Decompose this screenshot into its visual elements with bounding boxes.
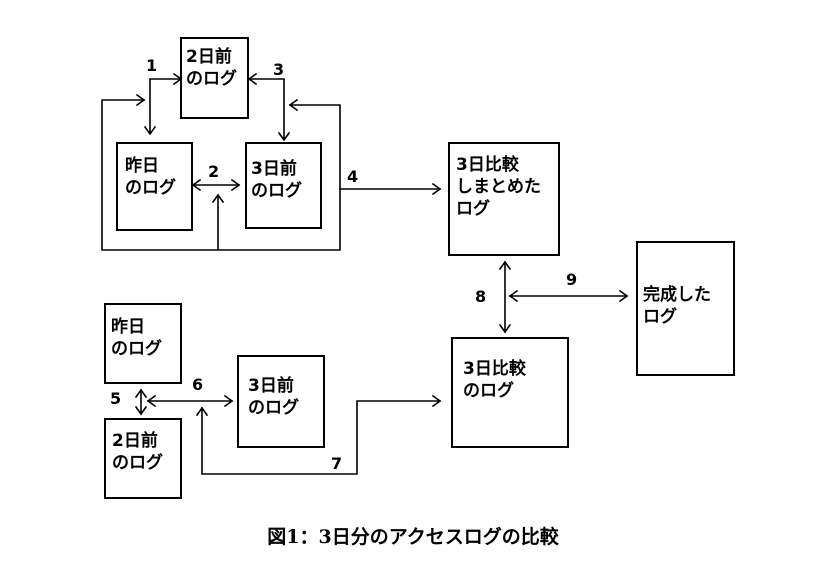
box-three-day-compare-label: 3日比較 のログ bbox=[463, 359, 526, 401]
connector-label-1: 1 bbox=[146, 56, 158, 75]
arrowhead bbox=[134, 405, 148, 416]
box-yesterday-top-label: 昨日 のログ bbox=[125, 156, 176, 198]
arrowhead bbox=[277, 131, 291, 142]
arrowhead bbox=[247, 72, 258, 86]
box-three-days-ago-top bbox=[245, 142, 322, 229]
box-completed-log-label: 完成した ログ bbox=[643, 285, 711, 327]
arrowhead bbox=[143, 125, 157, 136]
box-two-days-ago-bottom bbox=[104, 418, 182, 499]
arrowhead bbox=[146, 394, 157, 408]
box-yesterday-top bbox=[116, 142, 193, 231]
box-yesterday-bottom-label: 昨日 のログ bbox=[111, 317, 162, 359]
connector-label-9: 9 bbox=[566, 270, 578, 289]
arrowhead bbox=[211, 193, 225, 204]
box-two-days-ago-bottom-label: 2日前 のログ bbox=[112, 431, 163, 473]
arrowhead bbox=[498, 260, 512, 271]
connector-label-5: 5 bbox=[110, 389, 122, 408]
box-three-day-summary bbox=[448, 142, 560, 256]
figure-caption: 図1：3日分のアクセスログの比較 bbox=[267, 526, 559, 548]
arrowhead bbox=[288, 98, 299, 112]
arrowhead bbox=[134, 388, 148, 399]
connector-label-6: 6 bbox=[192, 375, 204, 394]
box-two-days-ago-top-label: 2日前 のログ bbox=[186, 47, 237, 89]
connector-3 bbox=[248, 78, 285, 140]
connector-label-2: 2 bbox=[208, 162, 220, 181]
connector-7 bbox=[201, 400, 441, 475]
arrowhead bbox=[230, 178, 241, 192]
arrowhead bbox=[508, 289, 519, 303]
box-yesterday-bottom bbox=[104, 303, 182, 384]
box-completed-log bbox=[636, 241, 735, 376]
arrowhead bbox=[223, 394, 234, 408]
connector-label-3: 3 bbox=[273, 60, 285, 79]
box-three-day-compare bbox=[451, 337, 569, 448]
box-three-days-ago-bottom bbox=[237, 355, 325, 448]
arrowhead bbox=[498, 323, 512, 334]
box-three-days-ago-bottom-label: 3日前 のログ bbox=[248, 376, 299, 418]
box-three-days-ago-top-label: 3日前 のログ bbox=[251, 159, 302, 201]
connector-label-8: 8 bbox=[475, 287, 487, 306]
arrowhead bbox=[431, 394, 442, 408]
arrowhead bbox=[618, 289, 629, 303]
connector-1 bbox=[149, 78, 181, 134]
box-three-day-summary-label: 3日比較 しまとめた ログ bbox=[456, 155, 541, 219]
arrowhead bbox=[191, 178, 202, 192]
arrowhead bbox=[431, 182, 442, 196]
connector-label-4: 4 bbox=[347, 167, 359, 186]
arrowhead bbox=[195, 406, 209, 417]
connector-label-7: 7 bbox=[331, 454, 343, 473]
box-two-days-ago-top bbox=[180, 37, 249, 119]
arrowhead bbox=[135, 93, 146, 107]
group-loop bbox=[101, 99, 341, 251]
